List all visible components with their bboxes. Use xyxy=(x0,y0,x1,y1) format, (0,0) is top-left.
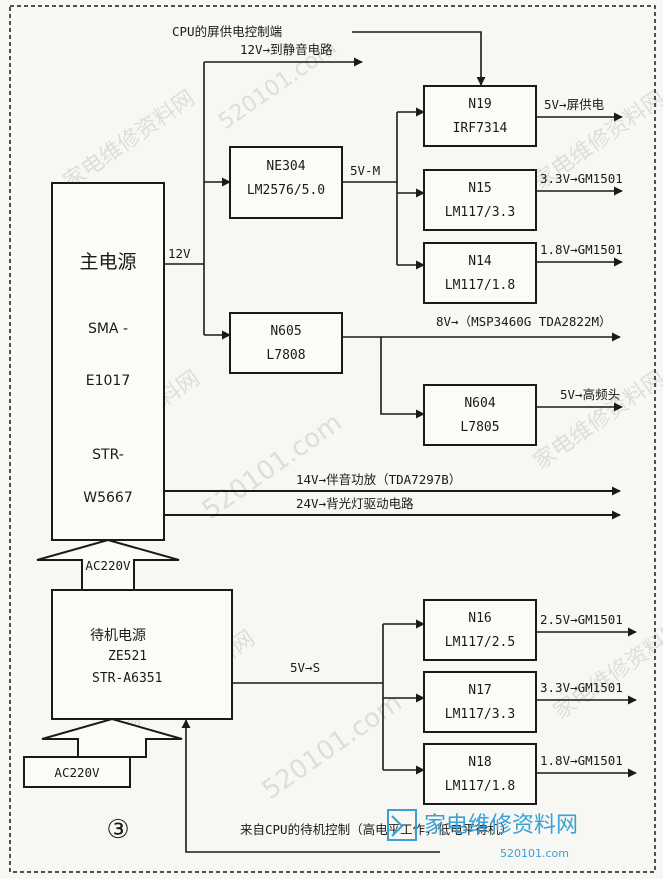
ac-label-standby: AC220V xyxy=(54,765,100,780)
main-power-line3: STR- xyxy=(92,447,124,463)
n17-block xyxy=(423,671,537,733)
n605-part: L7808 xyxy=(266,348,305,363)
ne304-block xyxy=(229,146,343,219)
main-power-line2: E1017 xyxy=(86,373,130,389)
ne304-part: LM2576/5.0 xyxy=(247,183,325,198)
watermark-text: 家电维修资料网 xyxy=(59,86,200,195)
n15-part: LM117/3.3 xyxy=(445,205,515,220)
cpu-standby-ctrl-label: 来自CPU的待机控制（高电平工作，低电平待机） xyxy=(240,822,513,837)
n17-name: N17 xyxy=(468,683,491,698)
n15-out-label: 3.3V→GM1501 xyxy=(540,171,623,186)
main-power-block xyxy=(51,182,165,541)
n19-block xyxy=(423,85,537,147)
n604-name: N604 xyxy=(464,396,495,411)
n17-out-label: 3.3V→GM1501 xyxy=(540,680,623,695)
standby-line2: STR-A6351 xyxy=(92,671,162,686)
brand-watermark: 家电维修资料网 520101.com xyxy=(387,809,578,860)
watermark-url: 520101.com xyxy=(257,688,408,806)
n18-block xyxy=(423,743,537,805)
n16-name: N16 xyxy=(468,611,491,626)
wire-cpu-screen-ctrl xyxy=(352,31,486,86)
main-power-line1: SMA - xyxy=(88,321,128,337)
brand-logo-mark xyxy=(391,815,404,837)
ac-source-box xyxy=(23,756,131,788)
ne304-out-label: 5V-M xyxy=(350,163,380,178)
brand-text-cn: 家电维修资料网 xyxy=(424,813,578,838)
n18-part: LM117/1.8 xyxy=(445,779,515,794)
wire-to-n604 xyxy=(380,337,425,419)
figure-number: ③ xyxy=(106,815,129,845)
main-12v-label: 12V xyxy=(168,246,191,261)
n19-name: N19 xyxy=(468,97,491,112)
brand-logo-icon xyxy=(387,809,417,841)
watermark-text: 家电维修资料网 xyxy=(529,366,663,475)
main-power-line4: W5667 xyxy=(83,490,132,506)
n605-out-label: 8V→（MSP3460G TDA2822M） xyxy=(436,314,612,329)
n16-block xyxy=(423,599,537,661)
wire-cpu-standby-ctrl xyxy=(181,719,440,853)
standby-line1: ZE521 xyxy=(108,649,147,664)
figure-frame xyxy=(9,5,656,873)
mute-label: 12V→到静音电路 xyxy=(240,42,333,57)
standby-power-block xyxy=(51,589,233,720)
n605-name: N605 xyxy=(270,324,301,339)
n14-block xyxy=(423,242,537,304)
ac-label-main: AC220V xyxy=(85,558,131,573)
standby-title: 待机电源 xyxy=(90,628,146,644)
n17-part: LM117/3.3 xyxy=(445,707,515,722)
n604-part: L7805 xyxy=(460,420,499,435)
cpu-screen-ctrl-label: CPU的屏供电控制端 xyxy=(172,24,282,39)
n18-out-label: 1.8V→GM1501 xyxy=(540,753,623,768)
ac-input-arrow-standby xyxy=(41,717,183,758)
ac-input-arrow-main xyxy=(36,538,180,591)
main-power-title: 主电源 xyxy=(79,251,136,273)
n16-part: LM117/2.5 xyxy=(445,635,515,650)
standby-out-label: 5V→S xyxy=(290,660,320,675)
n15-block xyxy=(423,169,537,231)
n14-part: LM117/1.8 xyxy=(445,278,515,293)
n16-out-label: 2.5V→GM1501 xyxy=(540,612,623,627)
n604-block xyxy=(423,384,537,446)
n14-out-label: 1.8V→GM1501 xyxy=(540,242,623,257)
brand-text-url: 520101.com xyxy=(500,847,569,860)
n18-name: N18 xyxy=(468,755,491,770)
ne304-name: NE304 xyxy=(266,159,305,174)
n15-name: N15 xyxy=(468,181,491,196)
out-24v-label: 24V→背光灯驱动电路 xyxy=(296,496,414,511)
n19-part: IRF7314 xyxy=(453,121,508,136)
n19-out-label: 5V→屏供电 xyxy=(544,97,605,112)
out-14v-label: 14V→伴音功放（TDA7297B） xyxy=(296,472,461,487)
n604-out-label: 5V→高频头 xyxy=(560,387,620,402)
n14-name: N14 xyxy=(468,254,492,269)
n605-block xyxy=(229,312,343,374)
